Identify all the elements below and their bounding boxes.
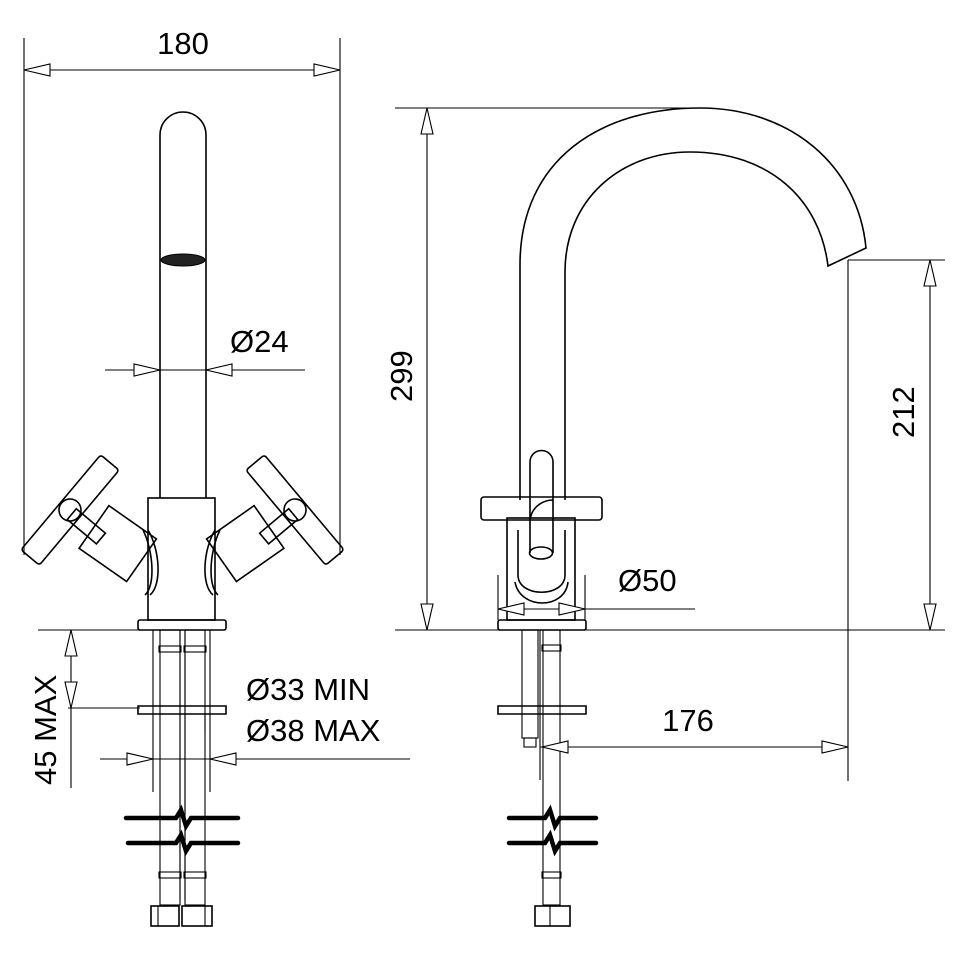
right-handle bbox=[204, 455, 344, 596]
spout bbox=[159, 111, 207, 498]
supply-pipes bbox=[137, 629, 227, 927]
dim-spout-diameter: Ø24 bbox=[230, 324, 289, 359]
break-mark bbox=[123, 804, 241, 832]
front-view: 180 Ø24 bbox=[21, 26, 410, 927]
side-pipes bbox=[497, 629, 587, 927]
dim-hole-max: Ø38 MAX bbox=[246, 713, 381, 748]
lever bbox=[529, 449, 554, 553]
dim-spout-reach: 176 bbox=[662, 703, 714, 738]
dim-mount-height: 45 MAX bbox=[28, 674, 63, 785]
base-flange bbox=[137, 619, 227, 631]
dim-total-height: 299 bbox=[384, 350, 419, 402]
dim-base-diameter: Ø50 bbox=[618, 563, 677, 598]
spout-arc bbox=[519, 107, 867, 500]
side-base bbox=[497, 619, 587, 631]
break-mark bbox=[506, 804, 599, 832]
cross-handle bbox=[480, 496, 603, 521]
break-mark bbox=[125, 829, 241, 857]
left-handle bbox=[21, 455, 159, 596]
side-view: 299 212 Ø50 bbox=[384, 107, 945, 927]
aerator bbox=[160, 253, 206, 267]
dim-width-180: 180 bbox=[157, 26, 209, 61]
break-mark bbox=[506, 829, 599, 857]
dim-spout-height: 212 bbox=[886, 386, 921, 438]
dim-hole-min: Ø33 MIN bbox=[246, 672, 370, 707]
